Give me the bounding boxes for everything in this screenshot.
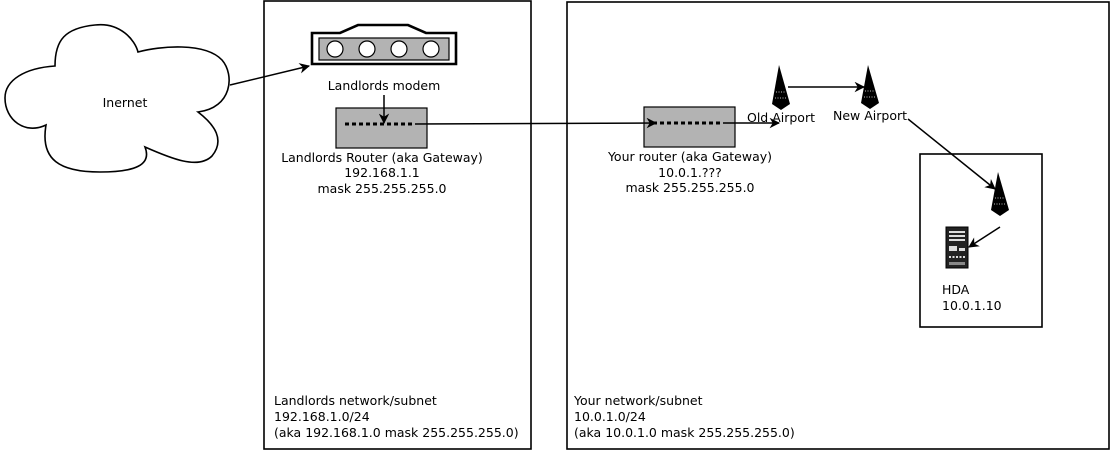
your-network-line-1: Your network/subnet: [573, 393, 703, 408]
landlord-network-line-2: 192.168.1.0/24: [274, 409, 370, 424]
landlord-network-box: [263, 0, 532, 450]
landlord-network-line-3: (aka 192.168.1.0 mask 255.255.255.0): [274, 425, 519, 440]
modem-label: Landlords modem: [328, 78, 441, 93]
cloud-icon: [4, 24, 230, 173]
your-router-line-3: mask 255.255.255.0: [625, 180, 754, 195]
hda-antenna-icon: [991, 172, 1009, 216]
landlord-router-line-2: 192.168.1.1: [344, 165, 420, 180]
landlord-router-icon: [335, 107, 428, 149]
landlord-network-line-1: Landlords network/subnet: [274, 393, 437, 408]
edge-landlord-router-your-router: [414, 117, 658, 129]
edge-new-airport-hda-antenna: [907, 118, 996, 190]
landlord-router-line-3: mask 255.255.255.0: [317, 181, 446, 196]
connectors: [229, 63, 1001, 248]
new-airport-label: New Airport: [833, 108, 907, 123]
your-network-box: [566, 1, 1110, 450]
landlord-router-line-1: Landlords Router (aka Gateway): [281, 150, 483, 165]
hda-line-1: HDA: [942, 282, 970, 297]
hda-box: [919, 153, 1043, 328]
edge-hda-antenna-server: [968, 226, 1001, 248]
old-airport-label: Old Airport: [747, 110, 815, 125]
modem-icon: [310, 23, 458, 66]
server-icon: [945, 226, 969, 269]
old-airport-antenna-icon: [772, 65, 790, 110]
your-router-line-1: Your router (aka Gateway): [607, 149, 772, 164]
edge-internet-modem: [229, 63, 311, 86]
new-airport-antenna-icon: [861, 65, 879, 109]
your-router-line-2: 10.0.1.???: [658, 165, 722, 180]
internet-cloud: Inernet: [4, 24, 230, 173]
hda-line-2: 10.0.1.10: [942, 298, 1002, 313]
your-network-line-3: (aka 10.0.1.0 mask 255.255.255.0): [574, 425, 795, 440]
your-router-icon: [643, 106, 736, 148]
internet-label: Inernet: [103, 95, 148, 110]
your-network-line-2: 10.0.1.0/24: [574, 409, 646, 424]
